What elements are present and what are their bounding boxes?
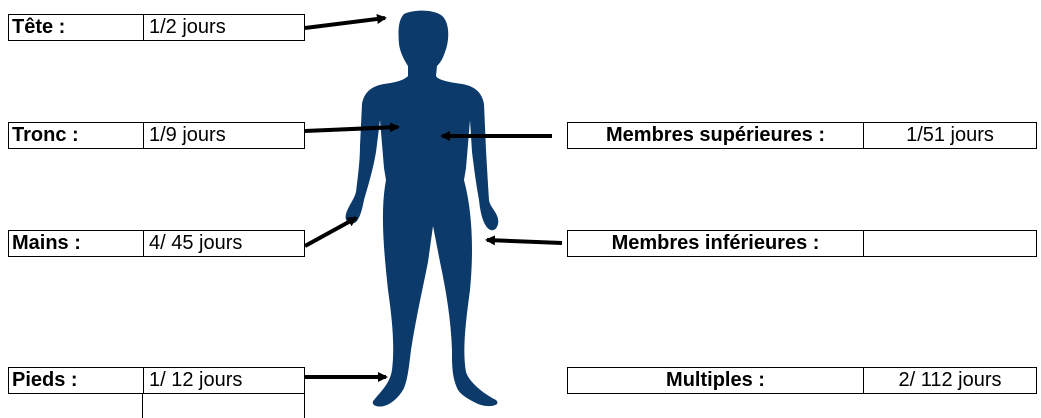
upper-limbs-box: Membres supérieures : 1/51 jours [567,122,1037,149]
hands-label: Mains : [9,231,143,256]
lower-limbs-value [863,231,1036,256]
hands-value: 4/ 45 jours [143,231,303,256]
feet-value: 1/ 12 jours [143,368,303,393]
lower-limbs-box: Membres inférieures : [567,230,1037,257]
arrow-lower-limbs [487,240,562,243]
feet-box: Pieds : 1/ 12 jours [8,367,305,394]
head-label: Tête : [9,15,143,40]
arrow-head [305,18,385,28]
arrow-hands [305,218,356,246]
lower-limbs-label: Membres inférieures : [568,231,863,256]
upper-limbs-label: Membres supérieures : [568,123,863,148]
upper-limbs-value: 1/51 jours [863,123,1036,148]
hands-box: Mains : 4/ 45 jours [8,230,305,257]
feet-label: Pieds : [9,368,143,393]
human-silhouette [346,11,499,407]
trunk-value: 1/9 jours [143,123,303,148]
multiple-box: Multiples : 2/ 112 jours [567,367,1037,394]
multiple-value: 2/ 112 jours [863,368,1036,393]
head-value: 1/2 jours [143,15,303,40]
trunk-label: Tronc : [9,123,143,148]
head-box: Tête : 1/2 jours [8,14,305,41]
multiple-label: Multiples : [568,368,863,393]
trunk-box: Tronc : 1/9 jours [8,122,305,149]
empty-cell [142,394,305,418]
